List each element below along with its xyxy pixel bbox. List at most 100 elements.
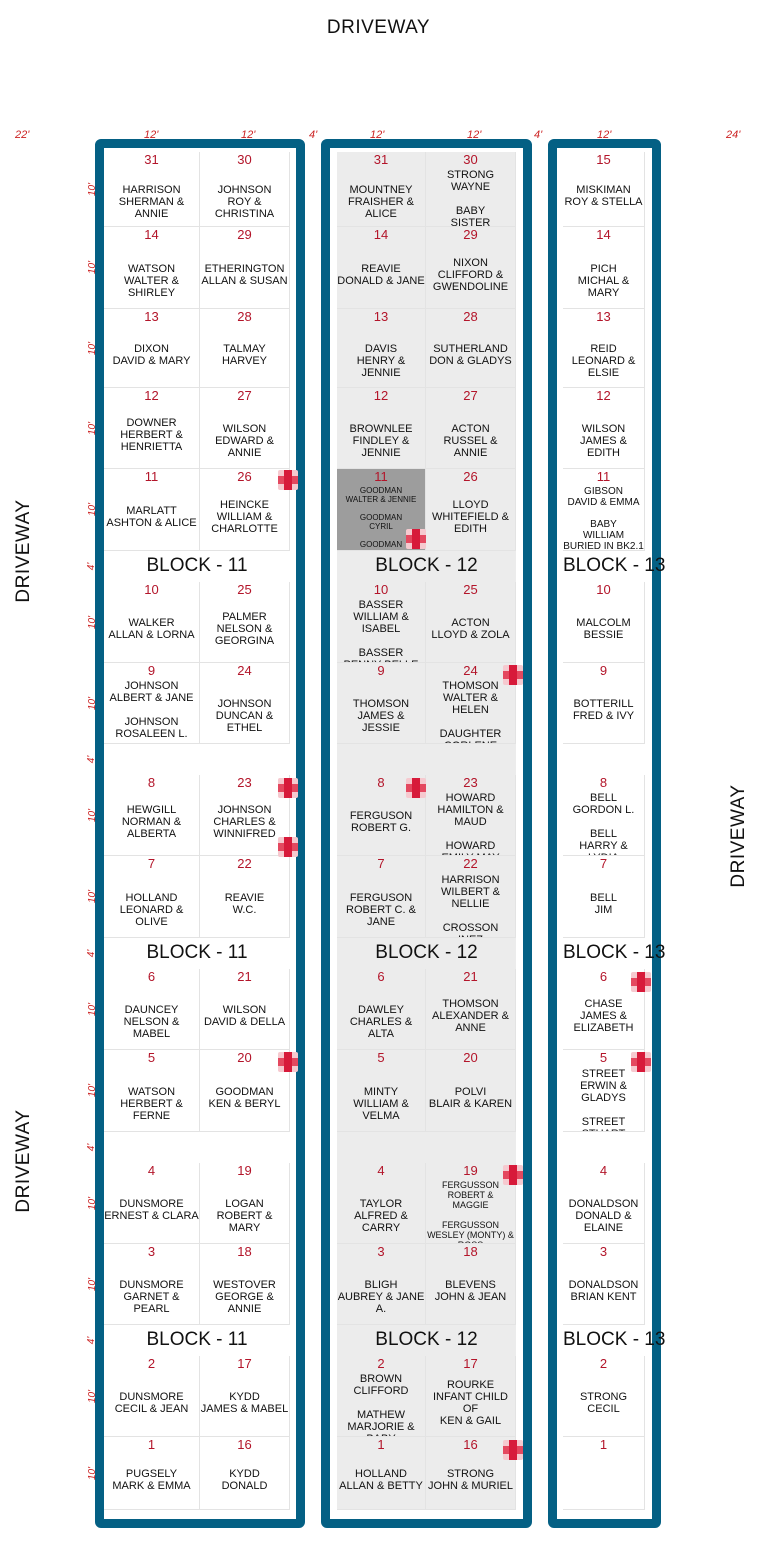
plot-number: 14	[373, 227, 389, 242]
plot-number: 6	[599, 969, 608, 984]
plot-occupants: REAVIE W.C.	[224, 892, 265, 916]
plot-occupants: FERGUSON ROBERT G.	[349, 810, 413, 834]
plot-occupants: HARRISON SHERMAN & ANNIE	[118, 184, 185, 220]
block-12-grounds	[337, 152, 516, 1510]
plot-occupants: GOODMAN KEN & BERYL	[208, 1086, 281, 1110]
plot-number: 3	[599, 1244, 608, 1259]
plot-occupants: FERGUSON ROBERT C. & JANE	[346, 892, 416, 928]
plot-occupants: TAYLOR ALFRED & CARRY	[354, 1198, 408, 1234]
plot-occupants: HARRISON WILBERT & NELLIE CROSSON INEZ	[441, 874, 500, 937]
plot-occupants: STRONG WAYNE BABY SISTER	[446, 169, 495, 227]
plot-occupants: BOTTERILL FRED & IVY	[572, 698, 635, 722]
plot-occupants: THOMSON ALEXANDER & ANNE	[431, 998, 510, 1034]
plot-number: 18	[237, 1244, 252, 1259]
plot-occupants: DUNSMORE ERNEST & CLARA	[104, 1198, 199, 1222]
plot-number: 21	[237, 969, 252, 984]
plot-number: 22	[237, 856, 252, 871]
plot-number: 12	[596, 388, 611, 403]
block-13-plot-1[interactable]: 1	[563, 1437, 645, 1510]
block-11-frame	[95, 139, 305, 1528]
plot-occupants: BROWN CLIFFORD MATHEW MARJORIE & BABY	[347, 1373, 415, 1436]
plot-number: 5	[599, 1050, 608, 1065]
flower-icon	[278, 837, 298, 857]
plot-occupants: WALKER ALLAN & LORNA	[108, 617, 195, 641]
block-13-frame	[548, 139, 661, 1528]
plot-occupants: KYDD DONALD	[221, 1468, 268, 1492]
